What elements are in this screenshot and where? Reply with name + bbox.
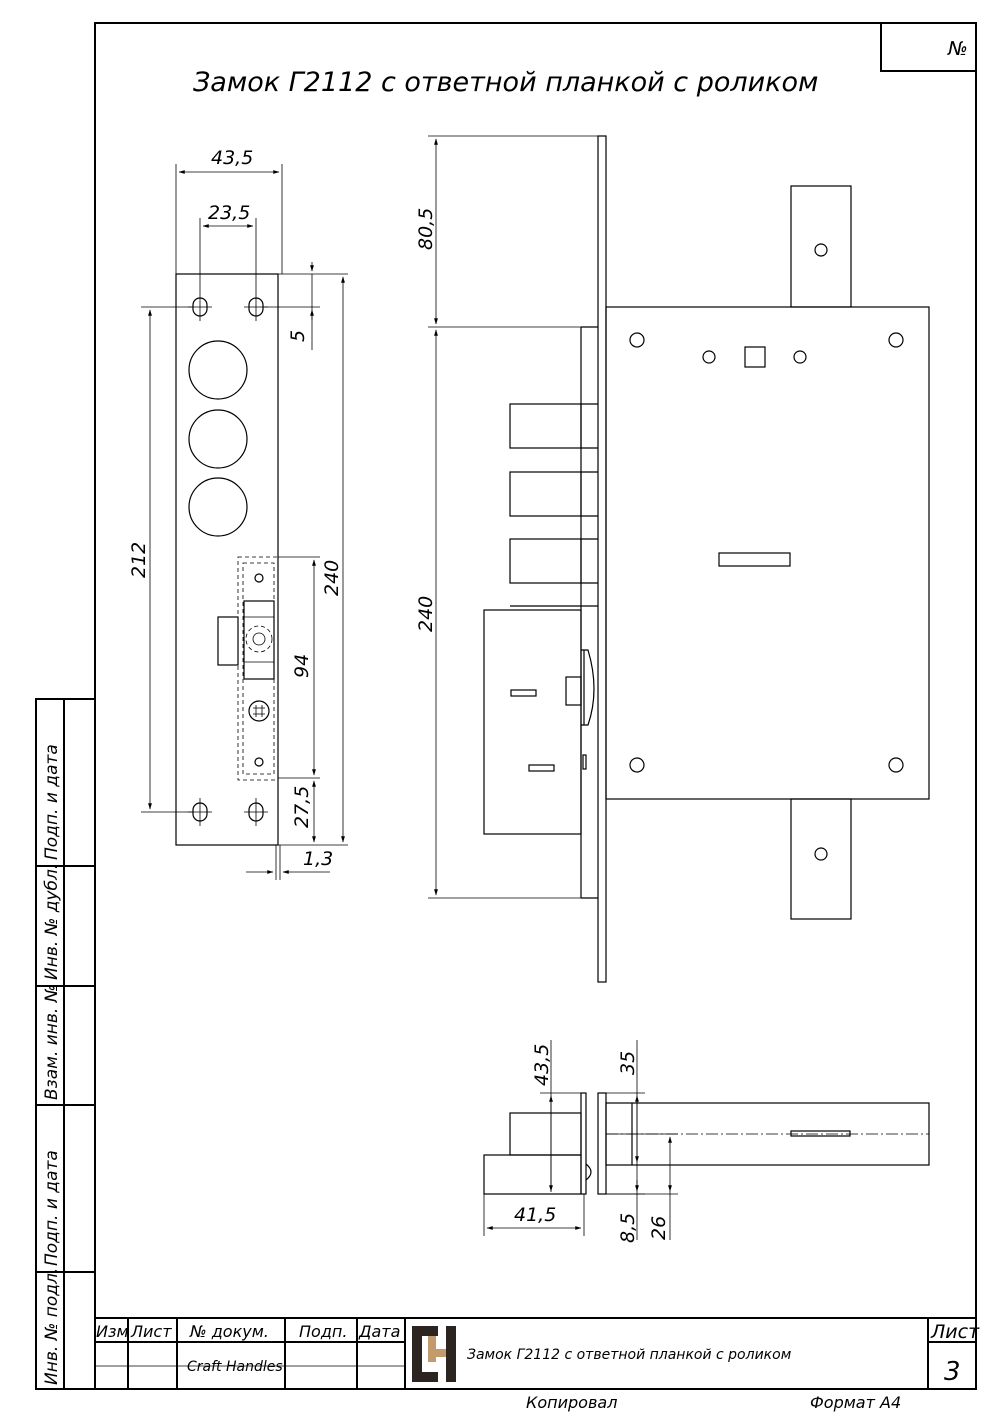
bottom-rod [790, 798, 852, 920]
craft-handles-logo [412, 1326, 456, 1382]
end-dimensions: 43,5 35 41,5 8,5 26 [483, 1040, 678, 1243]
sheet-title: Замок Г2112 с ответной планкой с роликом [193, 67, 818, 98]
dim-bottom-depth-left: 43,5 [531, 1044, 553, 1086]
latch-block [483, 609, 582, 835]
tb-sheet-label: Лист [930, 1321, 980, 1343]
roller-screw [248, 700, 270, 722]
end-bolt [509, 1112, 582, 1156]
tb-sheet-number: 3 [944, 1357, 961, 1387]
tb-header-doc: № докум. [189, 1322, 269, 1341]
dim-hole-distance: 212 [128, 542, 150, 578]
dim-hole-spacing: 23,5 [208, 202, 250, 224]
keyhole-slot [718, 552, 791, 567]
tb-author: Craft Handles [187, 1359, 283, 1375]
end-keyhole [790, 1130, 851, 1137]
dim-bottom-width: 41,5 [514, 1204, 556, 1226]
end-faceplate [597, 1092, 607, 1195]
tb-header-izm: Изм [96, 1322, 129, 1341]
dim-bottom-depth-right: 35 [617, 1051, 639, 1075]
dim-top-offset: 80,5 [415, 208, 437, 250]
sheet-frame [94, 22, 977, 1390]
dim-roller-offset: 27,5 [291, 786, 313, 828]
strike-plate-view [175, 273, 279, 846]
side-label-sign-date-1: Подп. и дата [42, 744, 62, 860]
side-label-sign-date-2: Подп. и дата [42, 1150, 62, 1266]
dim-strike-width: 43,5 [211, 147, 253, 169]
format-label: Формат А4 [810, 1393, 901, 1412]
spindle-square [744, 346, 766, 368]
bolt-3 [509, 538, 582, 584]
end-latch [483, 1154, 582, 1195]
end-backplate [580, 1092, 587, 1195]
tb-header-list: Лист [130, 1322, 172, 1341]
dim-strike-length: 240 [321, 560, 343, 596]
bolt-2 [509, 471, 582, 517]
lock-dimensions: 80,5 240 [415, 135, 598, 899]
tb-drawing-name: Замок Г2112 с ответной планкой с роликом [467, 1347, 792, 1363]
bolt-hole-3 [188, 477, 248, 537]
side-stamp: Подп. и дата Инв. № дубл. Взам. инв. № П… [35, 698, 96, 1390]
dim-hole-offset: 5 [287, 330, 309, 342]
number-box [880, 22, 977, 72]
roller-unit [217, 556, 279, 781]
strike-slot-holes [188, 293, 268, 826]
lock-front-view [483, 135, 930, 983]
lock-body [605, 306, 930, 800]
side-label-replace-inv: Взам. инв. № [42, 985, 62, 1100]
title-block: Изм Лист № докум. Подп. Дата Craft Handl… [95, 1317, 980, 1389]
bolt-1 [509, 403, 582, 449]
bolt-hole-1 [188, 340, 248, 400]
dim-bottom-small: 8,5 [617, 1213, 639, 1243]
dim-body-height: 240 [415, 596, 437, 632]
tb-header-sign: Подп. [299, 1322, 347, 1341]
dim-roller-zone: 94 [291, 654, 313, 678]
faceplate [597, 135, 607, 983]
dim-plate-thickness: 1,3 [303, 848, 333, 870]
dim-bottom-backset: 26 [648, 1216, 670, 1240]
side-label-orig-inv: Инв. № подл. [42, 1268, 62, 1385]
copied-label: Копировал [526, 1393, 617, 1412]
strike-dimensions: 43,5 23,5 5 212 240 94 27,5 1,3 [128, 147, 348, 880]
tb-header-date: Дата [358, 1322, 400, 1341]
number-mark: № [947, 38, 968, 60]
side-label-dup-inv: Инв. № дубл. [42, 864, 62, 980]
bolt-hole-2 [188, 409, 248, 469]
top-rod [790, 185, 852, 308]
